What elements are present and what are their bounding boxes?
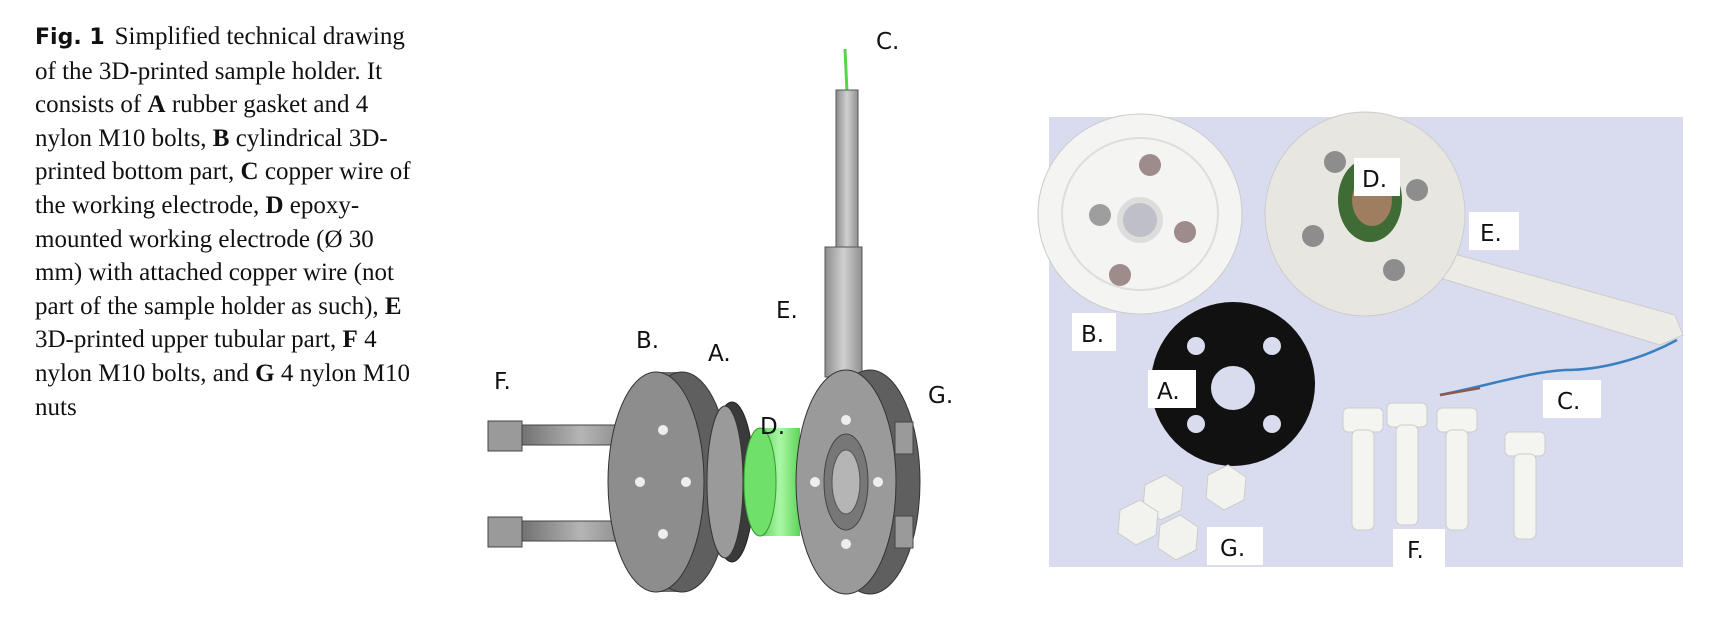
copper-wire-c (843, 48, 849, 93)
caption-text-segment: cylindrical 3D-printed bottom part, (35, 124, 388, 186)
caption-text-segment: rubber gasket and 4 nylon M10 bolts, (35, 91, 369, 152)
caption-part-letter: E (384, 292, 402, 320)
caption-part-letter: F (342, 326, 358, 354)
caption-text-segment: 4 nylon M10 nuts (35, 359, 411, 421)
photo-part-c (1439, 338, 1678, 397)
caption-text-segment: 4 nylon M10 bolts, and (35, 326, 377, 387)
figure-label: Fig. 1 (35, 25, 105, 50)
caption-part-letter: C (240, 158, 259, 186)
drawing-label-e: E. (776, 298, 798, 324)
caption-text: Simplified technical drawing of the 3D-p… (35, 23, 411, 421)
drawing-label-g: G. (928, 383, 953, 409)
caption-text-segment: Simplified technical drawing of the 3D-p… (35, 23, 405, 119)
photo-label-c: C. (1557, 389, 1580, 415)
photo-part-a (1151, 302, 1315, 466)
drawing-label-b: B. (636, 328, 659, 354)
bottom-part-b (607, 371, 731, 593)
caption-text-segment: 3D-printed upper tubular part, (35, 326, 343, 354)
photo-label-a: A. (1157, 379, 1180, 405)
photo-label-f: F. (1407, 538, 1424, 564)
photo-part-b (1037, 113, 1243, 315)
photo-label-g: G. (1220, 536, 1245, 562)
caption-part-letter: A (147, 91, 166, 119)
caption-part-letter: G (255, 359, 275, 387)
drawing-label-c: C. (876, 29, 899, 55)
photo-labels: D. E. B. A. C. G. F. (1072, 158, 1601, 567)
drawing-label-a: A. (708, 341, 731, 367)
photo-part-g (1117, 464, 1247, 561)
nuts-g (894, 421, 914, 549)
photo-label-e: E. (1480, 221, 1502, 247)
photo-part-f (1342, 402, 1546, 540)
caption-part-letter: D (265, 191, 284, 219)
photo-label-b: B. (1081, 322, 1104, 348)
caption-text-segment: copper wire of the working electrode, (35, 158, 411, 219)
caption-text-segment: epoxy-mounted working electrode (Ø 30 mm… (35, 191, 394, 320)
caption-part-letter: B (212, 124, 230, 152)
photo-label-d: D. (1362, 167, 1387, 193)
drawing-label-d: D. (760, 414, 785, 440)
electrode-d (743, 427, 846, 537)
drawing-label-f: F. (494, 369, 511, 395)
